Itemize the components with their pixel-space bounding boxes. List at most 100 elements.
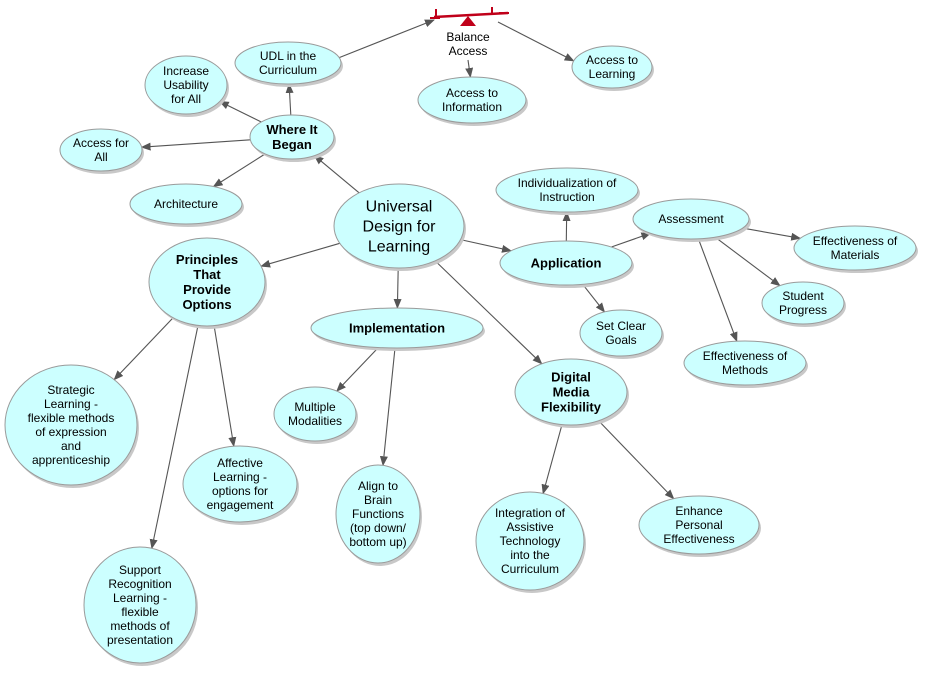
node-label-line: Support: [119, 563, 162, 577]
node-label-line: Began: [272, 137, 312, 152]
node-label-line: into the: [510, 548, 550, 562]
node-bubble: [335, 464, 421, 564]
node-implementation[interactable]: Implementation: [310, 307, 485, 351]
node-label-line: Integration of: [495, 506, 566, 520]
node-label-line: Instruction: [539, 190, 594, 204]
node-label-line: Design for: [363, 219, 437, 236]
node-label-line: Brain: [364, 493, 392, 507]
node-label-line: apprenticeship: [32, 453, 110, 467]
node-label-line: Balance: [446, 30, 490, 44]
node-label-line: All: [94, 150, 107, 164]
node-assessment[interactable]: Assessment: [632, 198, 751, 242]
connector-application-to-assessment: [611, 232, 652, 248]
node-label-line: Align to: [358, 479, 398, 493]
node-label-line: Methods: [722, 363, 768, 377]
node-label-line: Individualization of: [518, 176, 617, 190]
connector-assessment-to-progress: [714, 236, 781, 287]
connector-digital-to-enhance: [598, 420, 675, 500]
node-label-line: Usability: [163, 78, 208, 92]
node-label-line: Provide: [183, 282, 231, 297]
connector-implementation-to-brain: [379, 347, 396, 467]
node-label-line: Strategic: [47, 383, 94, 397]
node-label-line: Assessment: [658, 212, 724, 226]
node-label-line: options for: [212, 484, 268, 498]
node-architecture[interactable]: Architecture: [129, 183, 244, 227]
connector-principles-to-affective: [213, 325, 237, 448]
node-label-line: Architecture: [154, 197, 218, 211]
node-label-line: Effectiveness: [663, 532, 734, 546]
node-application[interactable]: Application: [499, 240, 634, 288]
node-label-line: Media: [553, 385, 591, 400]
node-label-line: Progress: [779, 303, 827, 317]
connector-udl-to-where: [313, 154, 360, 194]
node-label-line: flexible methods: [28, 411, 115, 425]
node-label-line: Materials: [831, 248, 880, 262]
node-label-line: Learning -: [44, 397, 98, 411]
node-label-line: of expression: [35, 425, 106, 439]
connector-where-to-udl-curr: [285, 83, 294, 116]
node-bubble: [4, 364, 138, 486]
node-bubble: [475, 491, 585, 591]
connector-implementation-to-modalities: [336, 347, 379, 392]
node-label-line: Functions: [352, 507, 404, 521]
node-label-line: UDL in the: [260, 49, 317, 63]
node-bubble: [499, 240, 633, 286]
node-bubble: [148, 237, 266, 327]
node-label-line: Recognition: [108, 577, 171, 591]
node-label-line: and: [61, 439, 81, 453]
node-label-line: for All: [171, 92, 201, 106]
connector-principles-to-recognition: [149, 325, 199, 550]
node-bubble: [83, 546, 197, 664]
node-bubble: [333, 183, 465, 269]
node-label-line: Effectiveness of: [703, 349, 788, 363]
node-bubble: [761, 281, 845, 325]
node-label-line: Access for: [73, 136, 129, 150]
node-bubble: [579, 309, 663, 357]
node-bubble: [417, 76, 527, 124]
node-label-line: Information: [442, 100, 502, 114]
node-bubble: [514, 358, 628, 426]
connector-where-to-architecture: [212, 153, 266, 188]
node-label-line: Technology: [500, 534, 561, 548]
node-label-line: methods of: [110, 619, 170, 633]
node-label-line: Access to: [446, 86, 498, 100]
connector-principles-to-strategic: [113, 317, 174, 381]
node-bubble: [144, 55, 228, 115]
node-label-line: bottom up): [349, 535, 406, 549]
node-label-line: Increase: [163, 64, 209, 78]
node-label-line: Effectiveness of: [813, 234, 898, 248]
node-label-line: Implementation: [349, 321, 445, 336]
connector-udl-to-application: [460, 239, 512, 253]
node-label-line: Set Clear: [596, 319, 646, 333]
node-bubble: [59, 128, 143, 172]
node-bubble: [234, 41, 342, 85]
node-label-line: Multiple: [294, 400, 336, 414]
connector-udl-to-principles: [260, 242, 340, 268]
connector-udl-curr-to-balance: [338, 19, 435, 59]
connector-assessment-to-methods: [697, 238, 738, 343]
connector-application-to-goals: [582, 283, 606, 313]
node-label-line: Curriculum: [501, 562, 559, 576]
